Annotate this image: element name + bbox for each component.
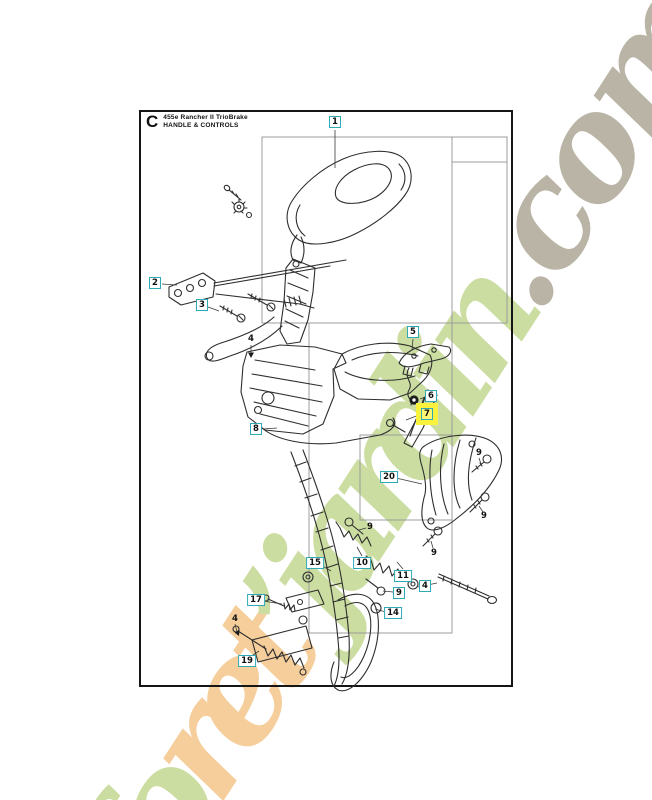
diagram-page-background: [139, 110, 513, 687]
part-number-9: 9: [367, 522, 373, 532]
callout-part-5[interactable]: 5: [407, 326, 419, 338]
callout-part-10[interactable]: 10: [353, 557, 371, 569]
section-letter: C: [146, 112, 159, 131]
callout-part-7[interactable]: 7: [421, 408, 433, 420]
callout-part-14[interactable]: 14: [384, 607, 402, 619]
callout-part-2[interactable]: 2: [149, 277, 161, 289]
part-number-9: 9: [431, 548, 437, 558]
callout-part-19[interactable]: 19: [238, 655, 256, 667]
callout-part-15[interactable]: 15: [306, 557, 324, 569]
callout-part-4[interactable]: 4: [419, 580, 431, 592]
callout-part-1[interactable]: 1: [329, 116, 341, 128]
part-number-9: 9: [481, 511, 487, 521]
callout-part-17[interactable]: 17: [247, 594, 265, 606]
part-number-4: 4: [232, 614, 238, 624]
part-number-4: 4: [248, 334, 254, 344]
callout-part-11[interactable]: 11: [394, 570, 412, 582]
callout-part-6[interactable]: 6: [425, 390, 437, 402]
model-title: 455e Rancher II TrioBrake: [163, 114, 248, 121]
callout-part-8[interactable]: 8: [250, 423, 262, 435]
page-subtitle: HANDLE & CONTROLS: [163, 121, 239, 129]
callout-part-20[interactable]: 20: [380, 471, 398, 483]
part-number-9: 9: [476, 448, 482, 458]
diagram-header: C 455e Rancher II TrioBrake HANDLE & CON…: [146, 113, 248, 130]
callout-part-3[interactable]: 3: [196, 299, 208, 311]
callout-part-9[interactable]: 9: [393, 587, 405, 599]
